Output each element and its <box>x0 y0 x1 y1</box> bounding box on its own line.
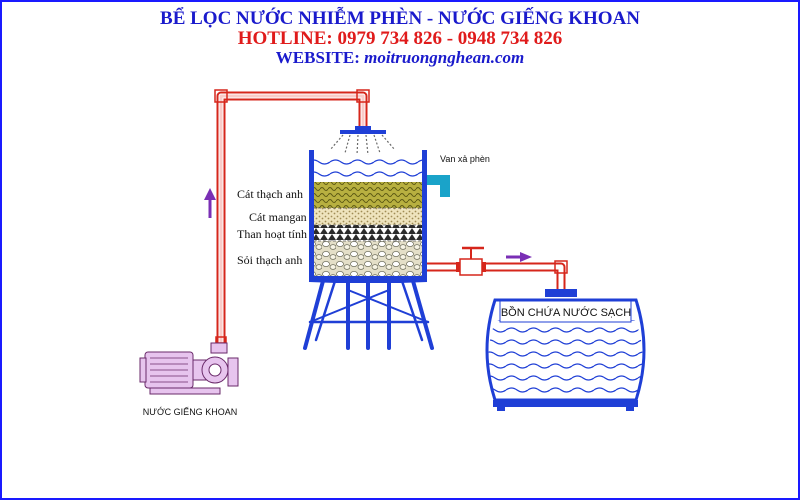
website-label: WEBSITE: <box>275 48 360 67</box>
outlet-pipe <box>427 260 568 293</box>
filter-column <box>308 150 428 283</box>
website-url: moitruongnghean.com <box>364 48 525 67</box>
diagram-title: BỂ LỌC NƯỚC NHIỄM PHÈN - NƯỚC GIẾNG KHOA… <box>160 8 640 29</box>
up-flow-arrow <box>204 188 216 218</box>
drain-valve-label: Van xả phèn <box>440 154 490 164</box>
outlet-valve <box>456 246 486 276</box>
storage-tank-label: BỒN CHỨA NƯỚC SẠCH <box>501 306 631 319</box>
hotline-label: HOTLINE: <box>237 28 333 49</box>
pump-label: NƯỚC GIẾNG KHOAN <box>143 407 237 417</box>
layer-label-quartz-gravel: Sỏi thạch anh <box>237 253 302 267</box>
layer-quartz-gravel <box>313 241 423 277</box>
layer-quartz-sand <box>313 182 423 208</box>
layer-label-activated-carbon: Than hoạt tính <box>237 227 307 241</box>
layer-activated-carbon <box>313 225 423 241</box>
layer-label-mangan-sand: Cát mangan <box>249 210 307 224</box>
pump <box>139 342 239 395</box>
inlet-pipe <box>214 89 370 350</box>
hotline-line: HOTLINE: 0979 734 826 - 0948 734 826 <box>0 28 800 50</box>
outlet-flow-arrow <box>506 252 532 262</box>
layer-mangan-sand <box>313 208 423 225</box>
sprinkler-head <box>329 126 396 156</box>
hotline-numbers: 0979 734 826 - 0948 734 826 <box>337 28 563 49</box>
drain-valve <box>427 175 450 197</box>
filter-stand <box>303 279 434 350</box>
storage-tank <box>485 289 646 411</box>
layer-label-quartz-sand: Cát thạch anh <box>237 187 303 201</box>
website-line: WEBSITE: moitruongnghean.com <box>0 48 800 68</box>
